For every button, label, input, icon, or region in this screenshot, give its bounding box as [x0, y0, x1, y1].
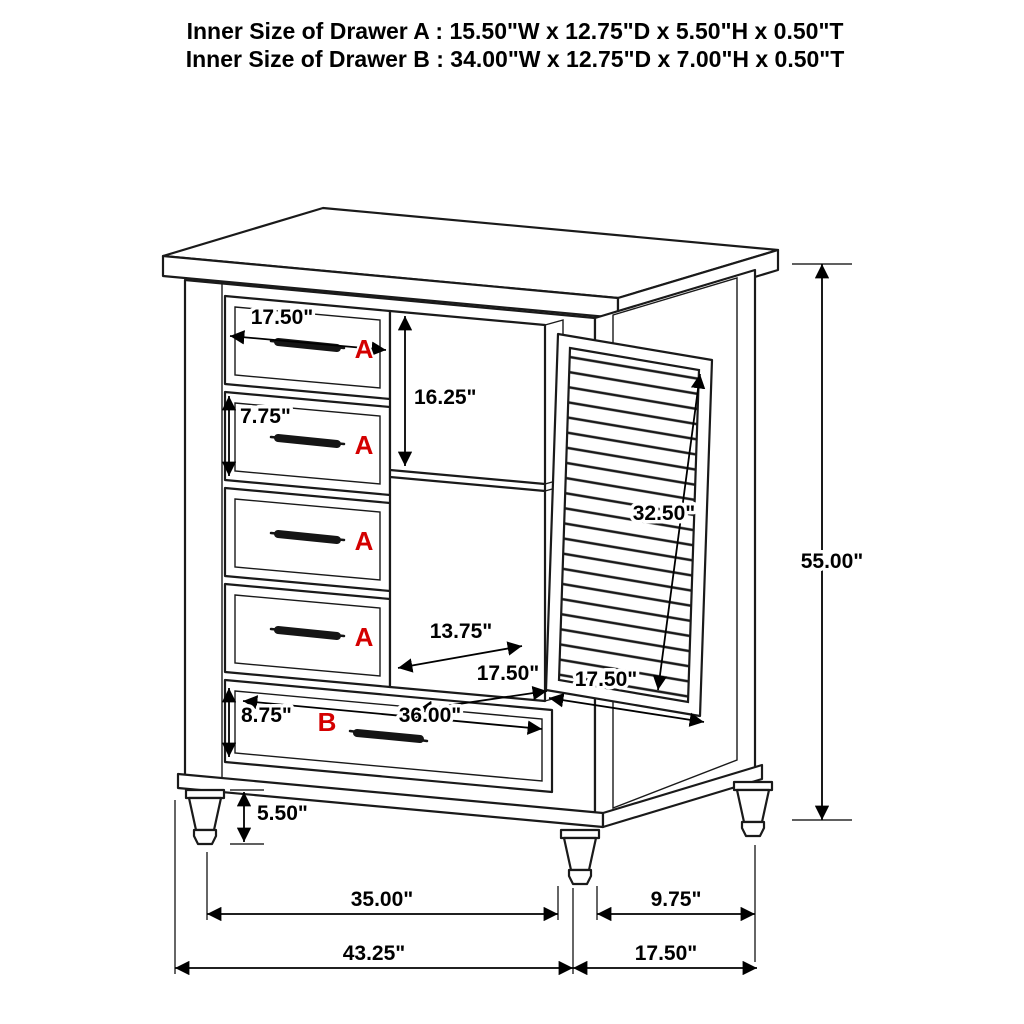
- dim-upper-section-height: 16.25": [397, 316, 480, 466]
- dimension-label: 17.50": [575, 668, 638, 691]
- dim-drawer-b-height: 8.75": [221, 688, 295, 757]
- open-compartment: [388, 309, 564, 703]
- louvered-door: [544, 332, 714, 718]
- dimension-label: 16.25": [414, 386, 477, 409]
- drawer-a-4: [223, 582, 392, 689]
- drawer-b-letter: B: [318, 707, 337, 737]
- foot-front-left: [184, 788, 226, 846]
- foot-back-right: [732, 780, 774, 838]
- drawer-a-3-letter: A: [355, 526, 374, 556]
- dim-side-depth: 9.75": [596, 845, 756, 962]
- drawer-handle: [274, 626, 341, 640]
- dimension-label: 17.50": [251, 306, 314, 329]
- dim-door-height: 32.50": [629, 373, 706, 691]
- foot-front-right: [559, 828, 601, 886]
- dimension-label: 5.50": [257, 802, 308, 825]
- foot-tip: [192, 828, 218, 846]
- shelf-front-edge: [389, 468, 546, 486]
- foot-cap: [732, 780, 774, 792]
- dim-opening-width: 17.50": [417, 659, 548, 716]
- dimension-label: 7.75": [240, 405, 291, 428]
- dimension-label: 36.00": [399, 704, 462, 727]
- dim-overall-height: 55.00": [792, 263, 867, 821]
- dimension-label: 55.00": [801, 550, 864, 573]
- dimension-arrow: [229, 330, 387, 356]
- drawer-a-4-letter: A: [355, 622, 374, 652]
- dimension-label: 35.00": [351, 888, 414, 911]
- dim-overall-width: 43.25": [174, 800, 574, 976]
- drawer-handle: [274, 530, 341, 544]
- drawer-letters: A A A A B: [316, 332, 376, 739]
- drawer-a-3: [223, 486, 392, 593]
- dimension-label: 32.50": [633, 502, 696, 525]
- foot-cap: [184, 788, 226, 800]
- dimensions: 17.50" 16.25" 7.75" 32.50" 55.00" 13.75"…: [174, 263, 867, 976]
- dimension-label: 43.25": [343, 942, 406, 965]
- molding-right: [601, 763, 764, 829]
- dim-foot-height: 5.50": [230, 789, 311, 845]
- dimension-arrow: [242, 695, 543, 735]
- foot-tip: [740, 820, 766, 838]
- foot-tip: [567, 868, 593, 886]
- header: Inner Size of Drawer A : 15.50"W x 12.75…: [186, 18, 845, 72]
- base-molding: [176, 763, 764, 829]
- dimension-arrow: [548, 693, 705, 727]
- drawer-bevel: [234, 594, 381, 677]
- drawer-bevel: [234, 498, 381, 581]
- foot-cap: [559, 828, 601, 840]
- door-louver-panel: [557, 346, 701, 704]
- dim-overall-depth: 17.50": [573, 939, 757, 976]
- shelf-bottom-edge: [389, 475, 546, 493]
- dimension-arrow: [397, 641, 523, 673]
- header-line-1: Inner Size of Drawer A : 15.50"W x 12.75…: [187, 18, 844, 44]
- dimension-arrow: [652, 373, 706, 691]
- dim-front-width: 35.00": [206, 852, 559, 922]
- drawer-a-1-letter: A: [355, 334, 374, 364]
- dimension-label: 17.50": [477, 662, 540, 685]
- dim-door-width: 17.50": [548, 665, 705, 727]
- header-line-2: Inner Size of Drawer B : 34.00"W x 12.75…: [186, 46, 845, 72]
- dim-drawer-a-width: 17.50": [229, 303, 387, 356]
- dim-drawer-b-width: 36.00": [242, 695, 543, 735]
- dimension-label: 17.50": [635, 942, 698, 965]
- dim-shelf-width: 13.75": [397, 617, 523, 673]
- dimension-label: 8.75": [241, 704, 292, 727]
- dimension-label: 13.75": [430, 620, 493, 643]
- drawer-a-2-letter: A: [355, 430, 374, 460]
- drawer-handle: [274, 434, 341, 448]
- dimension-label: 9.75": [651, 888, 702, 911]
- dim-drawer-a-height: 7.75": [221, 396, 294, 476]
